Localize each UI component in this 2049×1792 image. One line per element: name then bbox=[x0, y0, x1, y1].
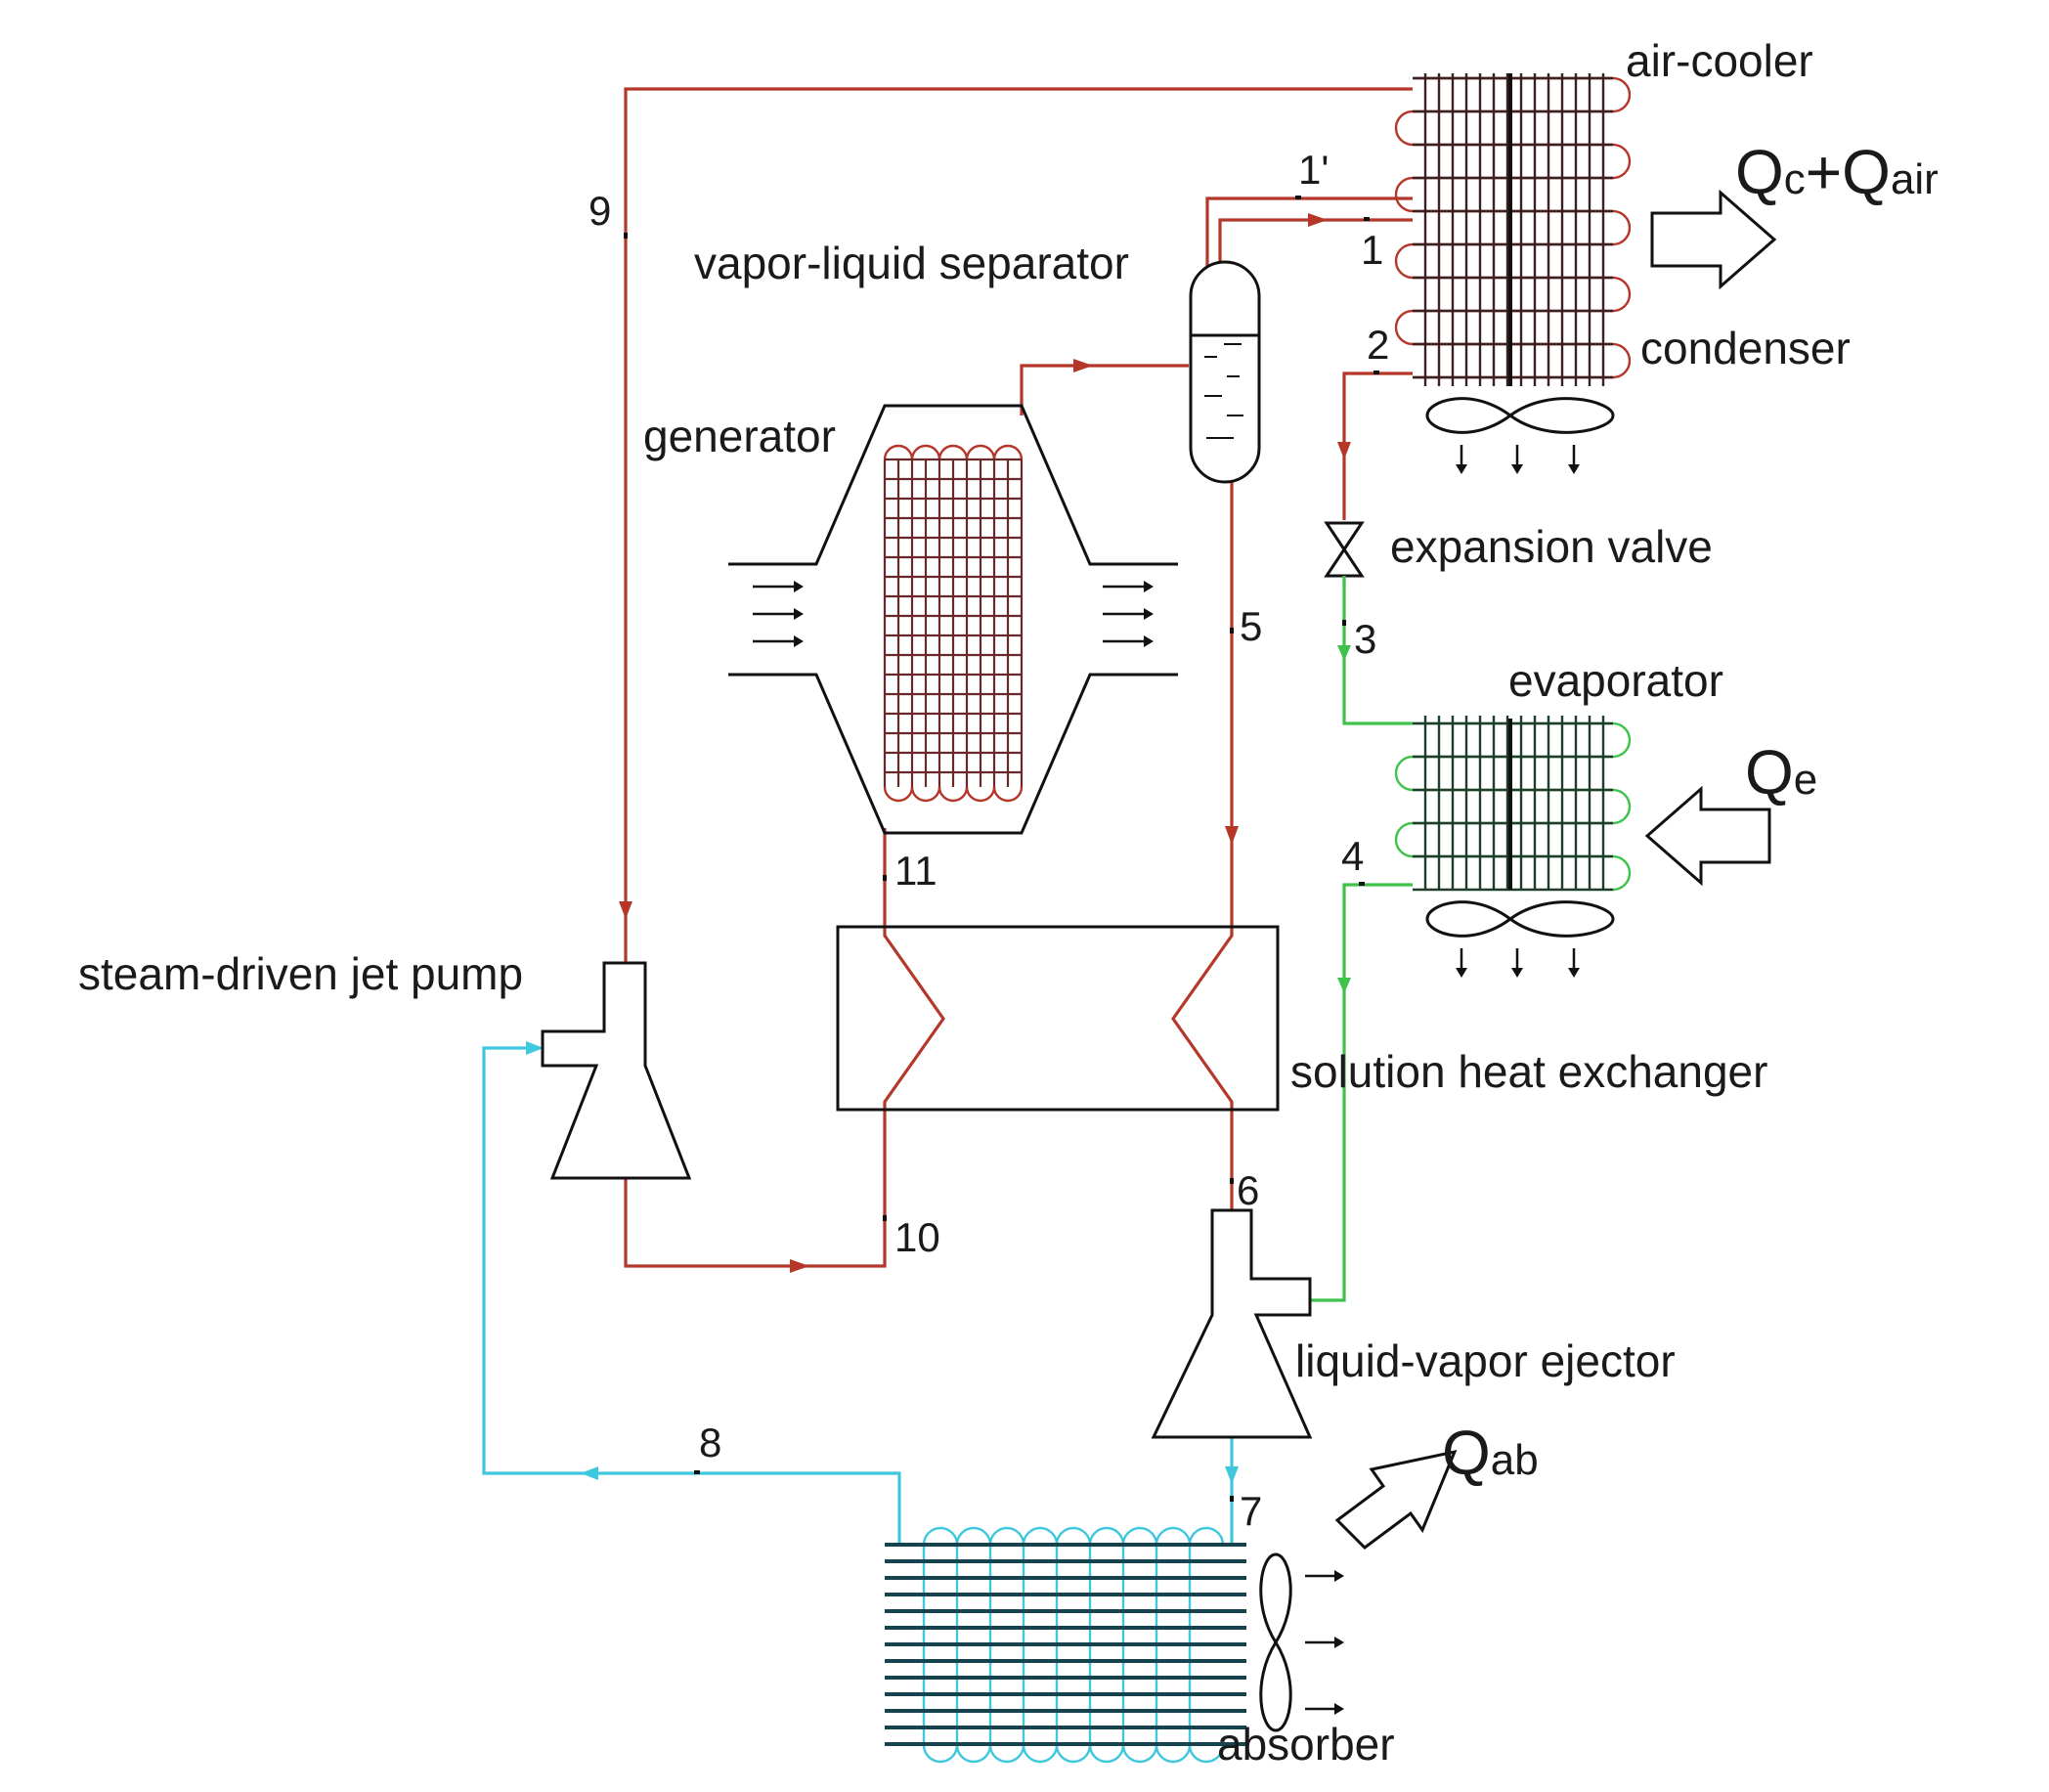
flow-arrow-9 bbox=[619, 901, 632, 919]
flow-arrow-jet-in bbox=[526, 1041, 544, 1055]
label-condenser: condenser bbox=[1640, 323, 1851, 373]
flow-arrow-5 bbox=[1225, 826, 1239, 845]
label-air-cooler: air-cooler bbox=[1626, 35, 1813, 86]
label-qe: Qe bbox=[1745, 737, 1817, 808]
state-point-6: 6 bbox=[1237, 1167, 1259, 1213]
heat-in-arrow-evaporator bbox=[1644, 785, 1771, 887]
steam-driven-jet-pump bbox=[541, 961, 692, 1180]
state-point-9: 9 bbox=[589, 188, 611, 234]
pipe-9 bbox=[624, 87, 1413, 963]
state-point-1: 1 bbox=[1361, 227, 1383, 273]
heat-flow-labels: Qc+Qair Qe Qab bbox=[1442, 137, 1939, 1488]
flow-arrow-gen bbox=[1073, 359, 1093, 372]
state-point-5: 5 bbox=[1240, 603, 1262, 649]
state-point-ticks bbox=[624, 196, 1379, 1502]
expansion-valve bbox=[1324, 521, 1365, 587]
absorber-fan bbox=[1259, 1552, 1344, 1732]
pipe-10 bbox=[624, 1110, 887, 1268]
pipe-1prime bbox=[1205, 197, 1413, 272]
flow-arrow-1 bbox=[1308, 213, 1328, 227]
shx-zigzag-right bbox=[1171, 927, 1234, 1110]
absorber-coil bbox=[885, 1526, 1246, 1764]
label-steam-driven-jet-pump: steam-driven jet pump bbox=[78, 948, 523, 999]
condenser-coil bbox=[1394, 73, 1632, 386]
pipe-3 bbox=[1342, 582, 1413, 725]
pipe-2 bbox=[1342, 372, 1413, 520]
state-point-labels: 9 1' 1 2 3 4 5 6 7 8 10 11 bbox=[589, 147, 1389, 1534]
refrigerant-loop-pipes bbox=[1310, 582, 1413, 1302]
label-liquid-vapor-ejector: liquid-vapor ejector bbox=[1295, 1335, 1676, 1386]
hot-loop-pipes bbox=[619, 87, 1413, 1273]
flow-arrow-10 bbox=[790, 1259, 809, 1273]
heat-out-arrow-condenser bbox=[1650, 189, 1777, 290]
heat-out-arrow-absorber bbox=[1334, 1449, 1458, 1550]
state-point-11: 11 bbox=[894, 848, 937, 894]
shx-zigzag-left bbox=[883, 927, 945, 1110]
flow-arrow-2 bbox=[1337, 442, 1351, 459]
absorber-loop-pipes bbox=[482, 1041, 1239, 1545]
pipe-4 bbox=[1310, 883, 1413, 1302]
label-generator: generator bbox=[643, 411, 836, 461]
evaporator-fan bbox=[1425, 900, 1615, 978]
solution-heat-exchanger bbox=[836, 925, 1280, 1112]
state-point-8: 8 bbox=[699, 1420, 721, 1465]
label-evaporator: evaporator bbox=[1508, 655, 1723, 706]
label-solution-heat-exchanger: solution heat exchanger bbox=[1290, 1046, 1767, 1097]
state-point-1prime: 1' bbox=[1298, 147, 1329, 193]
label-absorber: absorber bbox=[1217, 1719, 1395, 1770]
component-labels: air-cooler condenser vapor-liquid separa… bbox=[78, 35, 1851, 1770]
vapor-liquid-separator bbox=[1189, 260, 1261, 484]
state-point-2: 2 bbox=[1367, 322, 1389, 368]
generator bbox=[728, 404, 1178, 835]
label-qab: Qab bbox=[1442, 1418, 1539, 1488]
state-point-4: 4 bbox=[1341, 833, 1364, 879]
pipe-8 bbox=[482, 1046, 901, 1545]
evaporator-coil bbox=[1394, 716, 1632, 892]
state-point-7: 7 bbox=[1240, 1488, 1262, 1534]
condenser-fan bbox=[1425, 397, 1615, 474]
flow-arrow-7 bbox=[1225, 1466, 1239, 1484]
label-vapor-liquid-separator: vapor-liquid separator bbox=[694, 238, 1129, 288]
label-expansion-valve: expansion valve bbox=[1390, 521, 1713, 572]
flow-arrow-4 bbox=[1337, 978, 1351, 993]
flow-arrow-3 bbox=[1337, 645, 1351, 661]
pipe-generator-out bbox=[1020, 364, 1189, 415]
flow-arrow-8 bbox=[581, 1466, 598, 1480]
state-point-10: 10 bbox=[894, 1214, 940, 1260]
pipe-1 bbox=[1218, 218, 1413, 272]
label-qc-qair: Qc+Qair bbox=[1735, 137, 1939, 207]
state-point-3: 3 bbox=[1354, 616, 1376, 662]
liquid-vapor-ejector bbox=[1151, 1208, 1313, 1439]
